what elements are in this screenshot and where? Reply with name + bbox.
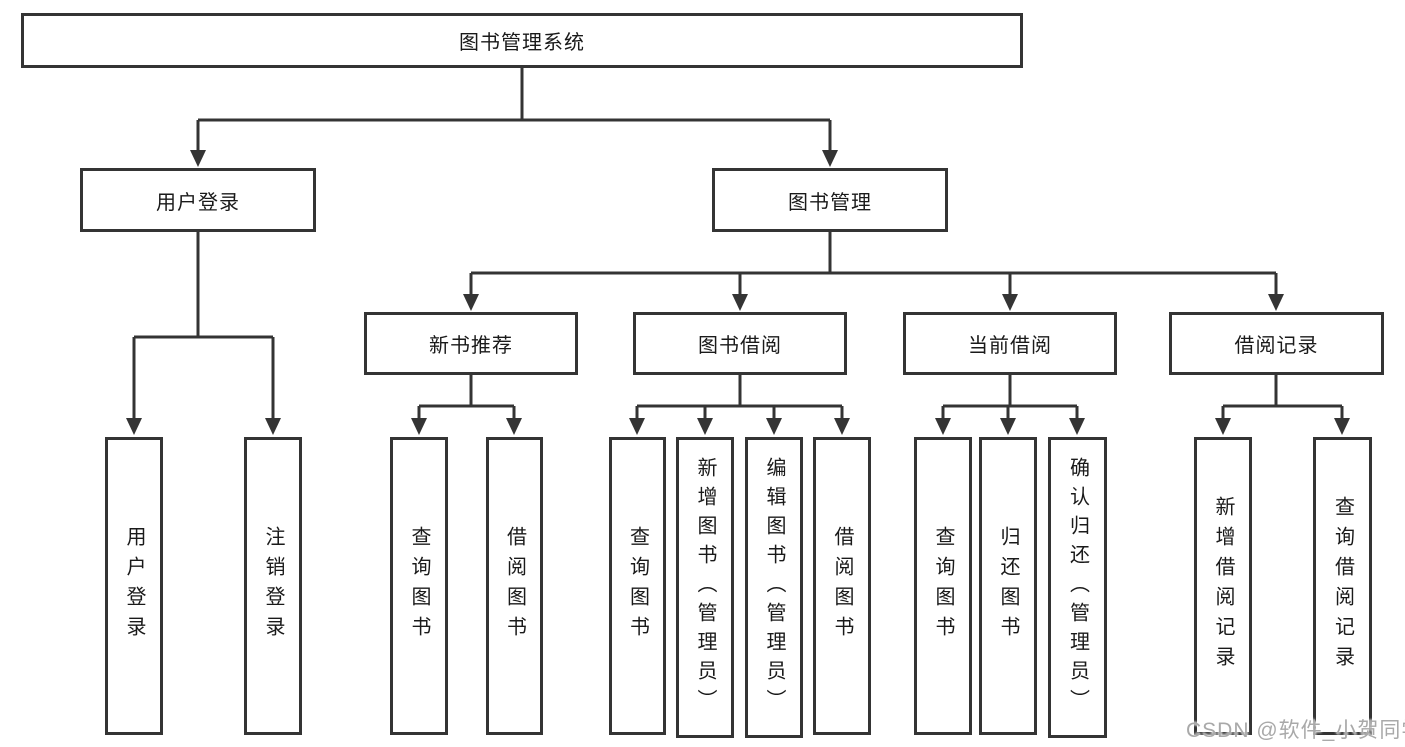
- leaf-query-books-recommend-label: 查询图书: [408, 526, 430, 646]
- csdn-watermark: CSDN @软件_小贺同学: [1186, 719, 1405, 742]
- node-user-login-label: 用户登录: [156, 191, 240, 214]
- leaf-query-borrow-record: 查询借阅记录: [1313, 437, 1372, 735]
- node-user-login: 用户登录: [80, 168, 316, 232]
- leaf-add-books-admin-label: 新增图书（管理员）: [694, 457, 716, 718]
- node-borrow-records-label: 借阅记录: [1234, 335, 1319, 357]
- leaf-logout: 注销登录: [244, 437, 302, 735]
- node-current-borrow: 当前借阅: [903, 312, 1117, 375]
- leaf-user-login: 用户登录: [105, 437, 163, 735]
- node-current-borrow-label: 当前借阅: [968, 335, 1052, 357]
- leaf-return-books-label: 归还图书: [997, 526, 1019, 646]
- leaf-add-borrow-record-label: 新增借阅记录: [1212, 496, 1234, 676]
- node-new-book-recommend-label: 新书推荐: [429, 335, 513, 357]
- leaf-query-borrow-record-label: 查询借阅记录: [1331, 496, 1354, 676]
- node-book-management-label: 图书管理: [788, 191, 872, 214]
- node-root-label: 图书管理系统: [459, 32, 585, 54]
- leaf-query-books-current: 查询图书: [914, 437, 972, 735]
- leaf-borrow-books-recommend-label: 借阅图书: [503, 526, 526, 646]
- node-book-management: 图书管理: [712, 168, 948, 232]
- leaf-edit-books-admin: 编辑图书（管理员）: [745, 437, 803, 738]
- leaf-edit-books-admin-label: 编辑图书（管理员）: [763, 457, 785, 718]
- leaf-query-books-borrow: 查询图书: [609, 437, 666, 735]
- leaf-borrow-books-recommend: 借阅图书: [486, 437, 543, 735]
- leaf-return-books: 归还图书: [979, 437, 1037, 735]
- leaf-query-books-borrow-label: 查询图书: [626, 526, 649, 646]
- leaf-query-books-current-label: 查询图书: [932, 526, 954, 646]
- leaf-borrow-books-label: 借阅图书: [831, 526, 853, 646]
- leaf-logout-label: 注销登录: [262, 526, 284, 646]
- leaf-confirm-return-admin-label: 确认归还（管理员）: [1066, 457, 1089, 718]
- leaf-add-borrow-record: 新增借阅记录: [1194, 437, 1252, 735]
- leaf-borrow-books: 借阅图书: [813, 437, 871, 735]
- leaf-user-login-label: 用户登录: [123, 526, 145, 646]
- node-new-book-recommend: 新书推荐: [364, 312, 578, 375]
- node-root-system: 图书管理系统: [21, 13, 1023, 68]
- node-borrow-records: 借阅记录: [1169, 312, 1384, 375]
- node-book-borrow-label: 图书借阅: [698, 335, 782, 357]
- leaf-query-books-recommend: 查询图书: [390, 437, 448, 735]
- leaf-confirm-return-admin: 确认归还（管理员）: [1048, 437, 1107, 738]
- leaf-add-books-admin: 新增图书（管理员）: [676, 437, 734, 738]
- node-book-borrow: 图书借阅: [633, 312, 847, 375]
